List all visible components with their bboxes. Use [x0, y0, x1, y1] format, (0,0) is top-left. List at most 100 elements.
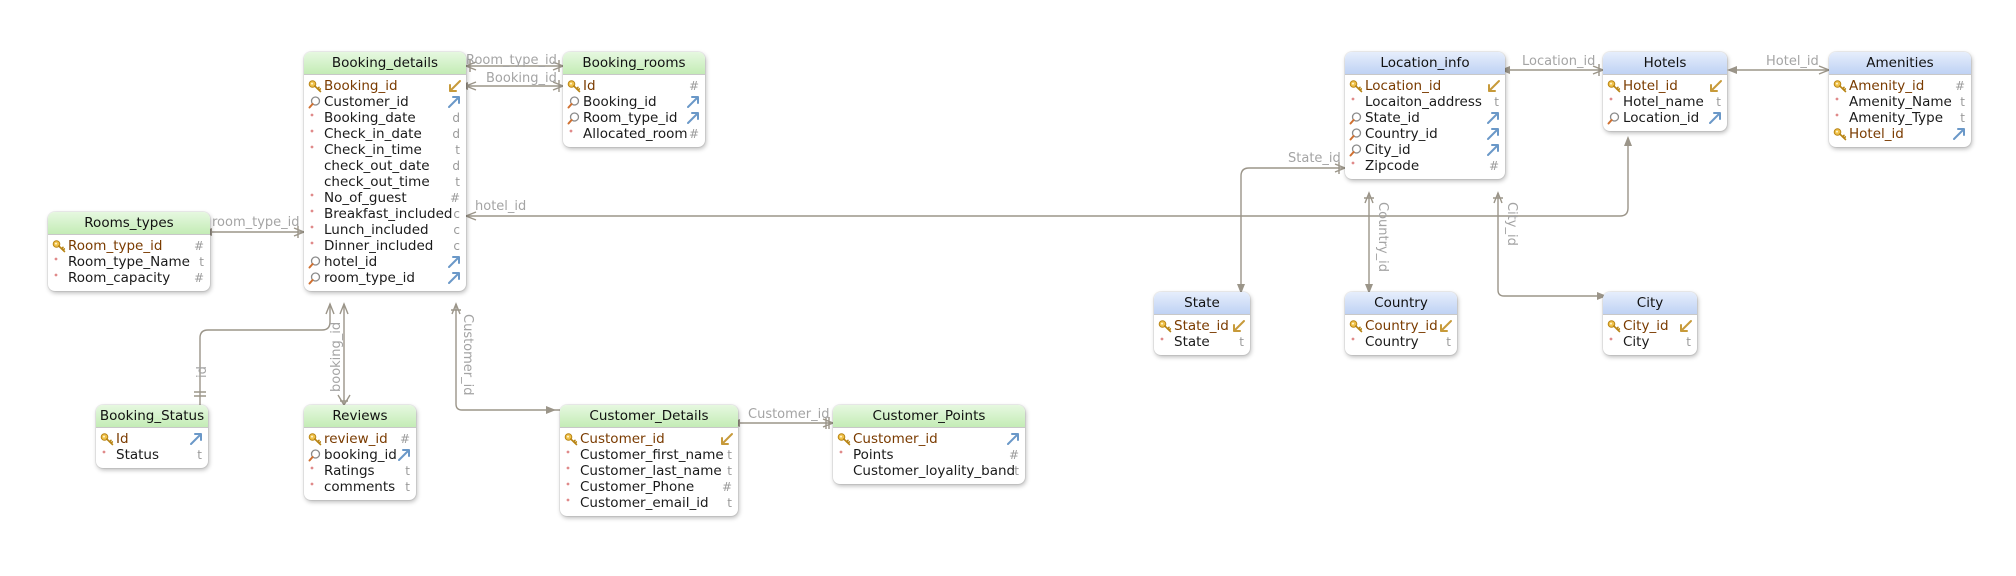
column-row-id[interactable]: Id — [96, 431, 208, 447]
reference-in-arrow-icon[interactable] — [1231, 319, 1246, 333]
table-title[interactable]: Booking_Status — [96, 405, 208, 428]
column-row-city-id[interactable]: City_id — [1345, 142, 1505, 158]
column-row-country-id[interactable]: Country_id — [1345, 318, 1457, 334]
column-row-city-id[interactable]: City_id — [1603, 318, 1697, 334]
column-row-location-id[interactable]: Location_id — [1345, 78, 1505, 94]
column-row-room-type-id[interactable]: room_type_id — [304, 270, 466, 286]
reference-out-arrow-icon[interactable] — [1486, 143, 1501, 157]
table-title[interactable]: Rooms_types — [48, 212, 210, 235]
reference-out-arrow-icon[interactable] — [686, 95, 701, 109]
reference-out-arrow-icon[interactable] — [686, 111, 701, 125]
column-row-state-id[interactable]: State_id — [1345, 110, 1505, 126]
column-row-zipcode[interactable]: Zipcode# — [1345, 158, 1505, 174]
table-title[interactable]: Location_info — [1345, 52, 1505, 75]
column-name: Zipcode — [1365, 158, 1420, 174]
reference-out-arrow-icon[interactable] — [1486, 111, 1501, 125]
column-row-booking-id[interactable]: Booking_id — [304, 78, 466, 94]
column-row-id[interactable]: Id# — [563, 78, 705, 94]
reference-in-arrow-icon[interactable] — [1438, 319, 1453, 333]
table-title[interactable]: Country — [1345, 292, 1457, 315]
table-title[interactable]: Booking_rooms — [563, 52, 705, 75]
column-row-allocated-room[interactable]: Allocated_room# — [563, 126, 705, 142]
reference-out-arrow-icon[interactable] — [447, 271, 462, 285]
reference-out-arrow-icon[interactable] — [1952, 127, 1967, 141]
table-title[interactable]: Hotels — [1603, 52, 1727, 75]
reference-out-arrow-icon[interactable] — [397, 448, 412, 462]
reference-in-arrow-icon[interactable] — [1708, 79, 1723, 93]
table-title[interactable]: Amenities — [1829, 52, 1971, 75]
reference-out-arrow-icon[interactable] — [1486, 127, 1501, 141]
table-title[interactable]: Booking_details — [304, 52, 466, 75]
reference-in-arrow-icon[interactable] — [1486, 79, 1501, 93]
reference-out-arrow-icon[interactable] — [189, 432, 204, 446]
column-row-booking-id[interactable]: booking_id — [304, 447, 416, 463]
column-row-hotel-id[interactable]: Hotel_id — [1829, 126, 1971, 142]
column-row-room-type-id[interactable]: Room_type_id# — [48, 238, 210, 254]
reference-out-arrow-icon[interactable] — [1708, 111, 1723, 125]
column-row-location-id[interactable]: Location_id — [1603, 110, 1727, 126]
column-row-state-id[interactable]: State_id — [1154, 318, 1250, 334]
reference-out-arrow-icon[interactable] — [447, 255, 462, 269]
column-row-customer-id[interactable]: Customer_id — [304, 94, 466, 110]
column-row-review-id[interactable]: review_id# — [304, 431, 416, 447]
reference-out-arrow-icon[interactable] — [1006, 432, 1021, 446]
column-row-customer-phone[interactable]: Customer_Phone# — [560, 479, 738, 495]
reference-in-arrow-icon[interactable] — [719, 432, 734, 446]
column-row-hotel-id[interactable]: Hotel_id — [1603, 78, 1727, 94]
column-row-hotel-id[interactable]: hotel_id — [304, 254, 466, 270]
column-row-booking-id[interactable]: Booking_id — [563, 94, 705, 110]
reference-in-arrow-icon[interactable] — [447, 79, 462, 93]
column-row-points[interactable]: Points# — [833, 447, 1025, 463]
table-title[interactable]: Customer_Details — [560, 405, 738, 428]
column-row-customer-id[interactable]: Customer_id — [833, 431, 1025, 447]
column-row-no-of-guest[interactable]: No_of_guest# — [304, 190, 466, 206]
column-row-room-type-id[interactable]: Room_type_id — [563, 110, 705, 126]
reference-in-arrow-icon[interactable] — [1678, 319, 1693, 333]
table-title[interactable]: Customer_Points — [833, 405, 1025, 428]
table-title[interactable]: City — [1603, 292, 1697, 315]
column-row-room-capacity[interactable]: Room_capacity# — [48, 270, 210, 286]
column-row-country-id[interactable]: Country_id — [1345, 126, 1505, 142]
column-row-amenity-id[interactable]: Amenity_id# — [1829, 78, 1971, 94]
table-title[interactable]: Reviews — [304, 405, 416, 428]
table-title[interactable]: State — [1154, 292, 1250, 315]
column-row-customer-id[interactable]: Customer_id — [560, 431, 738, 447]
reference-out-arrow-icon[interactable] — [447, 95, 462, 109]
